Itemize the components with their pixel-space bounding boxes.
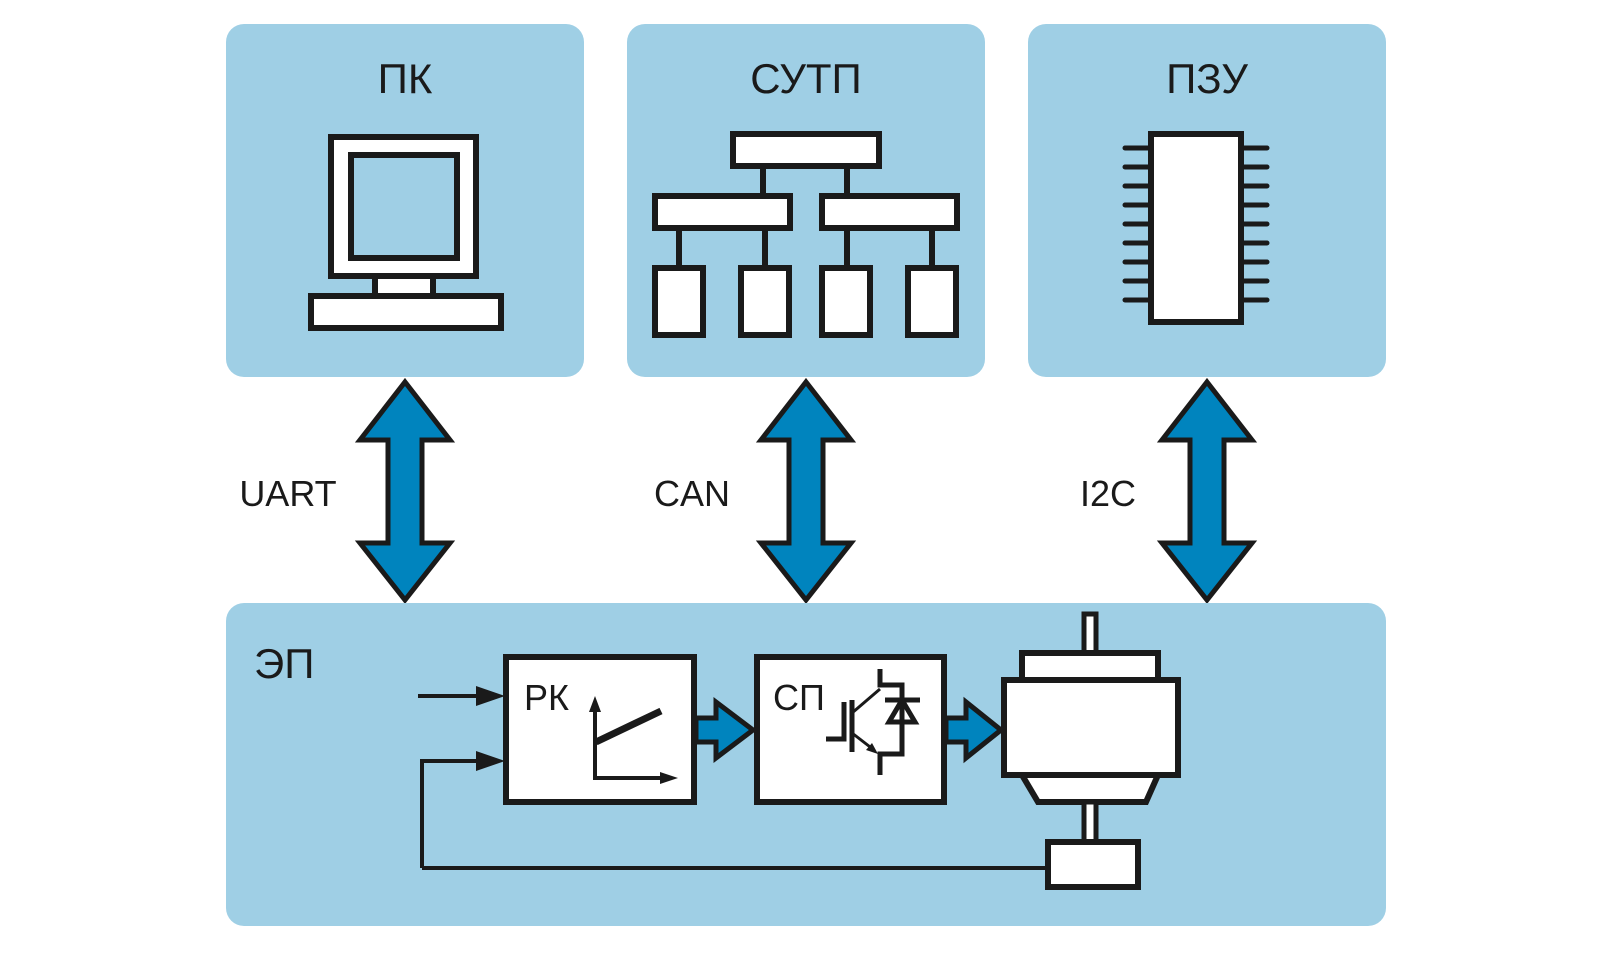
block-pzu: ПЗУ [1028,24,1386,377]
bidirectional-arrow-icon [354,377,456,605]
input-arrows [418,686,505,868]
power-flow-arrow-icon [943,696,1006,764]
block-pzu-label: ПЗУ [1166,55,1248,102]
memory-chip-icon [1122,131,1270,325]
arrowhead-icon [476,751,505,771]
interface-can: CAN [654,377,857,605]
motor-icon [1001,611,1181,845]
block-sutp: СУТП [627,24,985,377]
interface-i2c: I2C [1080,377,1258,605]
interface-can-label: CAN [654,473,730,514]
arrowhead-icon [476,686,505,706]
bidirectional-arrow-icon [1156,377,1258,605]
igbt-diode-icon [826,669,920,775]
regulator-block: РК [503,654,697,805]
power-flow-arrow-icon [693,696,758,764]
block-ep-label: ЭП [254,640,314,687]
bidirectional-arrow-icon [755,377,857,605]
converter-label: СП [773,677,825,718]
sensor-icon [1045,839,1141,890]
block-sutp-label: СУТП [750,55,861,102]
regulator-label: РК [524,677,569,718]
block-pk-label: ПК [378,55,433,102]
block-ep: ЭП РК СП [226,603,1386,926]
ramp-characteristic-icon [589,696,678,784]
computer-icon [308,134,504,331]
interface-uart: UART [239,377,456,605]
interface-i2c-label: I2C [1080,473,1136,514]
panel-sutp [627,24,985,377]
interface-uart-label: UART [239,473,336,514]
block-pk: ПК [226,24,584,377]
hierarchy-network-icon [652,131,960,338]
converter-block: СП [754,654,947,805]
